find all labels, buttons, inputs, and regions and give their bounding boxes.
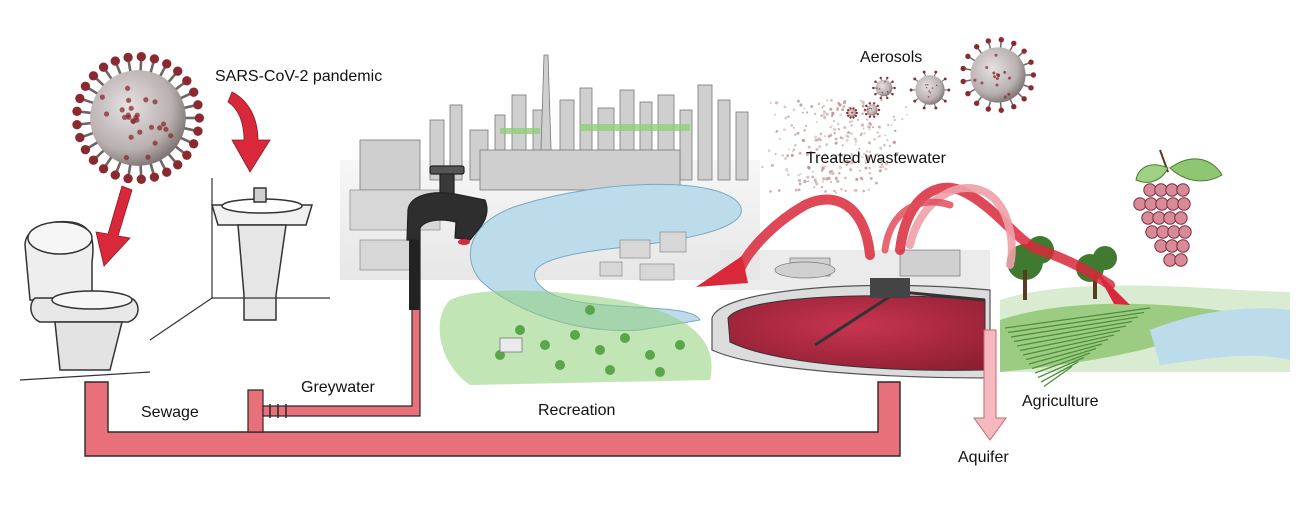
sewage-pipe [85,382,900,456]
treatment-tank-icon [712,250,990,378]
label-treated-wastewater: Treated wastewater [806,150,947,167]
grape-icon [1134,150,1222,266]
label-agriculture: Agriculture [1022,393,1099,410]
label-aerosols: Aerosols [860,49,922,66]
virus-icon [864,102,881,118]
virus-icon [72,52,204,184]
label-greywater: Greywater [301,379,375,396]
virus-icon [910,71,951,110]
label-sewage: Sewage [141,404,199,421]
virus-icon [872,77,896,100]
sink-icon [212,188,312,320]
virus-icon [846,107,858,118]
virus-icon [961,37,1037,113]
crop-field-icon [1000,236,1290,387]
label-aquifer: Aquifer [958,449,1009,466]
label-recreation: Recreation [538,402,615,419]
label-pandemic: SARS-CoV-2 pandemic [215,68,382,85]
aerosol-spray [761,99,908,194]
